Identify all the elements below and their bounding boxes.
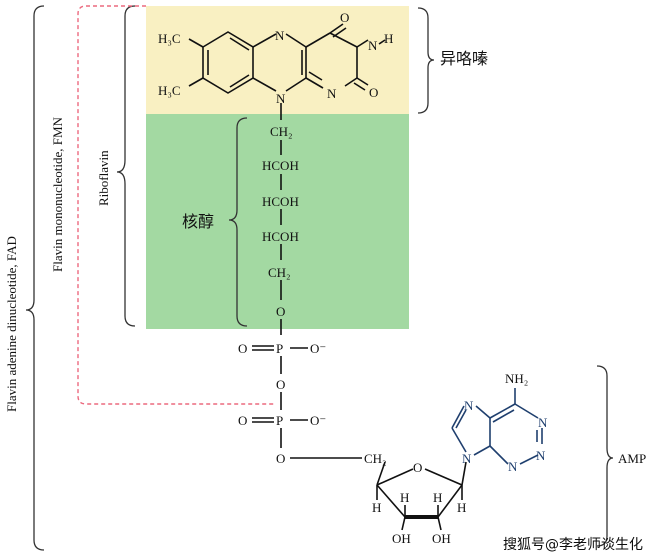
h-r2-label: H — [400, 490, 409, 505]
n-ring-top-label: N — [275, 28, 285, 43]
ribitol-brace — [228, 117, 248, 327]
fad-label: Flavin adenine dinucleotide, FAD — [4, 236, 19, 412]
hcoh-3-label: HCOH — [262, 229, 299, 244]
o-minus-p2-label: O⁻ — [310, 413, 326, 428]
fmn-label: Flavin mononucleotide, FMN — [50, 116, 65, 272]
o-ribose-label: O — [413, 460, 422, 475]
oh-r2-label: OH — [432, 531, 451, 546]
ribitol-region — [146, 114, 409, 329]
o-double-p1-label: O — [238, 341, 247, 356]
p2-label: P — [276, 413, 283, 428]
h-r3-label: H — [433, 490, 442, 505]
nh2-label: NH₂ — [505, 371, 528, 386]
n-ad7-label: N — [464, 398, 474, 413]
isoalloxazine-label: 异咯嗪 — [440, 49, 488, 68]
fmn-dashed-bracket — [77, 5, 276, 405]
oh-r1-label: OH — [392, 531, 411, 546]
isoalloxazine-rings — [188, 23, 369, 120]
p1-label: P — [276, 341, 283, 356]
n-ring-right-label: N — [327, 86, 337, 101]
amp-bracket — [596, 365, 614, 547]
h-r4-label: H — [457, 500, 466, 515]
n-imide-label: N — [368, 38, 378, 53]
isoalloxazine-region — [146, 6, 409, 114]
amp-label: AMP — [618, 451, 646, 466]
o-link-1-label: O — [276, 304, 285, 319]
h-imide-label: H — [384, 31, 393, 46]
isoalloxazine-brace — [417, 7, 435, 114]
fad-bracket — [25, 5, 45, 551]
o-bridge-label: O — [276, 377, 285, 392]
h3c-bottom-label: H₃C — [158, 83, 181, 98]
ch2-bottom-label: CH₂ — [268, 265, 291, 280]
h3c-top-label: H₃C — [158, 31, 181, 46]
n-ad3-label: N — [536, 448, 546, 463]
adenine-rings — [451, 388, 543, 465]
h-r1-label: H — [372, 500, 381, 515]
o-carbonyl-right-label: O — [369, 85, 378, 100]
ribose-ring — [376, 461, 467, 531]
o-link-2-label: O — [276, 451, 285, 466]
o-minus-p1-label: O⁻ — [310, 341, 326, 356]
watermark-text: 搜狐号@李老师谈生化 — [503, 537, 643, 553]
hcoh-2-label: HCOH — [262, 194, 299, 209]
riboflavin-label: Riboflavin — [96, 150, 111, 206]
riboflavin-bracket — [116, 5, 136, 327]
n-ad1-label: N — [538, 415, 548, 430]
n-ad9-label: N — [462, 451, 472, 466]
n-ad-bottom-label: N — [508, 459, 518, 474]
hcoh-1-label: HCOH — [262, 158, 299, 173]
o-carbonyl-top-label: O — [340, 10, 349, 25]
ribitol-label: 核醇 — [182, 212, 214, 231]
ch2-ribose-label: CH₂ — [364, 451, 387, 466]
ch2-top-label: CH₂ — [270, 124, 293, 139]
o-double-p2-label: O — [238, 413, 247, 428]
n-ring-bottom-label: N — [276, 91, 286, 106]
